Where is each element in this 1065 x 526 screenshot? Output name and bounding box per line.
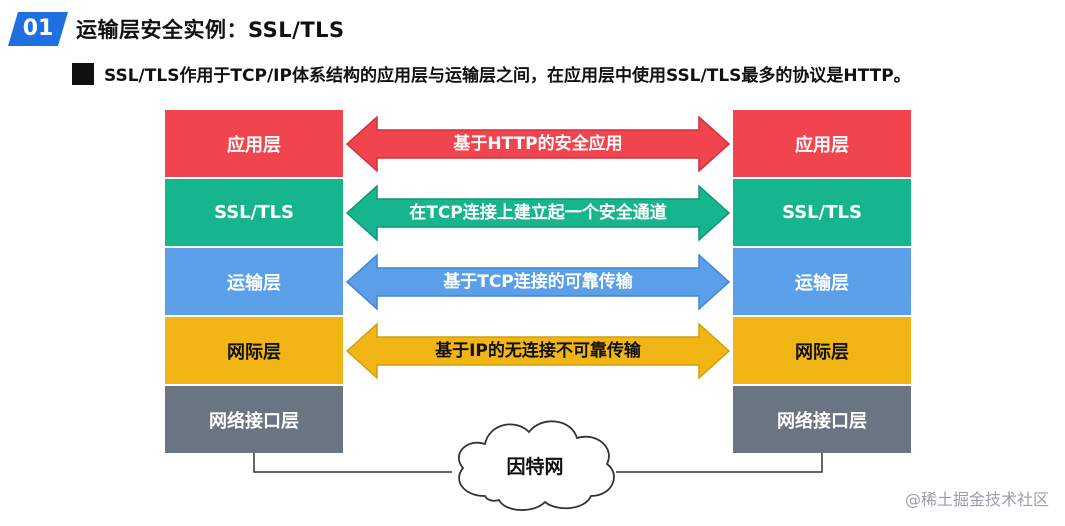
right-protocol-stack: 应用层 SSL/TLS 运输层 网际层 网络接口层	[733, 110, 911, 455]
arrow-label-ssl-tls: 在TCP连接上建立起一个安全通道	[409, 203, 667, 223]
arrow-transport: 基于TCP连接的可靠传输	[345, 253, 731, 311]
cloud-label: 因特网	[506, 456, 564, 478]
left-layer-ssl-tls: SSL/TLS	[165, 179, 343, 246]
left-protocol-stack: 应用层 SSL/TLS 运输层 网际层 网络接口层	[165, 110, 343, 455]
arrow-label-transport: 基于TCP连接的可靠传输	[443, 272, 633, 292]
arrow-label-network: 基于IP的无连接不可靠传输	[435, 341, 641, 361]
badge-number: 01	[22, 16, 54, 41]
cloud-icon	[457, 420, 615, 511]
internet-cloud: 因特网	[445, 410, 625, 520]
right-layer-network: 网际层	[733, 317, 911, 384]
arrow-ssl-tls: 在TCP连接上建立起一个安全通道	[345, 184, 731, 242]
page-title: 运输层安全实例：SSL/TLS	[76, 18, 345, 42]
arrow-network: 基于IP的无连接不可靠传输	[345, 322, 731, 380]
left-layer-application: 应用层	[165, 110, 343, 177]
arrow-label-application: 基于HTTP的安全应用	[453, 134, 623, 154]
page-subtitle: SSL/TLS作用于TCP/IP体系结构的应用层与运输层之间，在应用层中使用SS…	[104, 66, 911, 86]
double-arrow-icon	[345, 115, 731, 173]
right-layer-application: 应用层	[733, 110, 911, 177]
left-layer-network: 网际层	[165, 317, 343, 384]
bullet-square-icon	[72, 63, 94, 85]
double-arrow-icon	[345, 184, 731, 242]
watermark: @稀土掘金技术社区	[904, 490, 1049, 509]
right-layer-ssl-tls: SSL/TLS	[733, 179, 911, 246]
double-arrow-icon	[345, 253, 731, 311]
double-arrow-icon	[345, 322, 731, 380]
badge-shape	[8, 12, 68, 46]
left-layer-link: 网络接口层	[165, 386, 343, 453]
left-layer-transport: 运输层	[165, 248, 343, 315]
right-layer-link: 网络接口层	[733, 386, 911, 453]
arrow-application: 基于HTTP的安全应用	[345, 115, 731, 173]
section-badge: 01	[8, 12, 68, 46]
right-layer-transport: 运输层	[733, 248, 911, 315]
